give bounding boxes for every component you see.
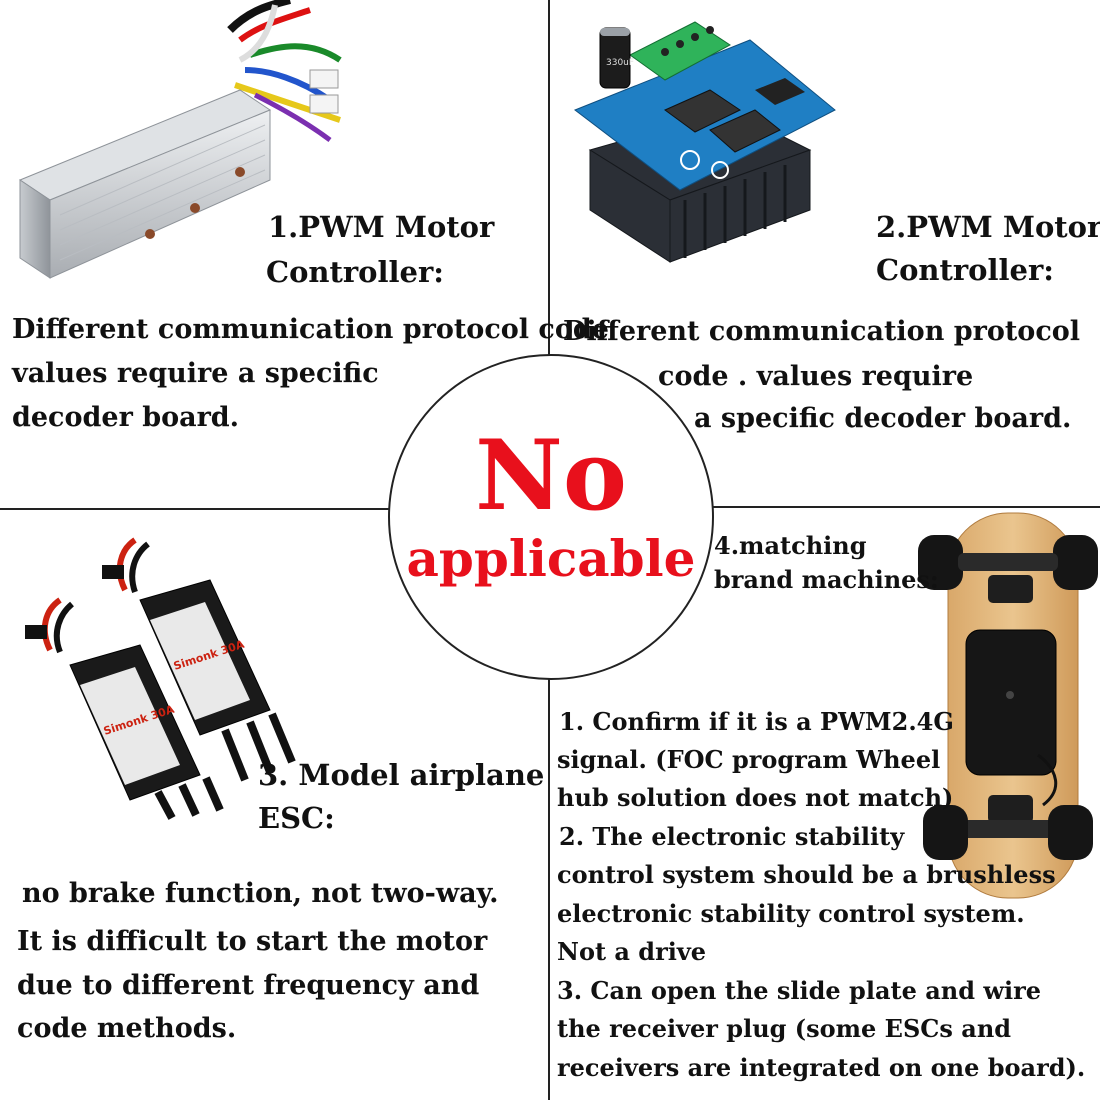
q2-title-line-1: 2.PWM Motor <box>876 210 1100 244</box>
q1-desc-line-2: values require a specific <box>12 358 379 389</box>
q4-desc-line-5: control system should be a brushless <box>557 860 1056 889</box>
q3-desc-line-4: code methods. <box>17 1013 237 1044</box>
no-text: No <box>475 419 627 532</box>
divider-left-horizontal <box>0 508 392 510</box>
q2-desc-line-3: a specific decoder board. <box>694 403 1072 434</box>
q2-desc-line-1: Different communication protocol <box>563 316 1081 347</box>
applicable-text: applicable <box>406 529 696 588</box>
divider-bottom-vertical <box>548 676 550 1100</box>
q4-desc-line-4: 2. The electronic stability <box>559 822 905 851</box>
q1-desc-line-3: decoder board. <box>12 402 240 433</box>
q1-desc-line-1: Different communication protocol code <box>12 314 609 345</box>
airplane-esc-image: Simonk 30A Simonk 30A <box>25 537 296 820</box>
divider-top-vertical <box>548 0 550 360</box>
not-applicable-circle: No applicable <box>388 354 714 680</box>
q1-title-line-1: 1.PWM Motor <box>268 210 495 244</box>
q4-desc-line-3: hub solution does not match) <box>557 783 954 812</box>
q1-title-line-2: Controller: <box>266 255 444 289</box>
q2-desc-line-2: code . values require <box>658 361 974 392</box>
q4-desc-line-7: Not a drive <box>557 937 707 966</box>
q3-desc-line-2: It is difficult to start the motor <box>17 926 488 957</box>
q4-desc-line-6: electronic stability control system. <box>557 899 1025 928</box>
q4-desc-line-8: 3. Can open the slide plate and wire <box>557 976 1042 1005</box>
motor-controller-image <box>18 0 342 279</box>
q4-desc-line-1: 1. Confirm if it is a PWM2.4G <box>559 707 954 736</box>
skateboard-image <box>918 512 1098 899</box>
q4-desc-line-9: the receiver plug (some ESCs and <box>557 1014 1012 1043</box>
q4-title-line-1: 4.matching <box>714 531 867 560</box>
divider-right-horizontal <box>710 506 1100 508</box>
driver-board-image: 330uF <box>573 21 836 263</box>
q3-title-line-1: 3. Model airplane <box>258 758 545 792</box>
q4-desc-line-2: signal. (FOC program Wheel <box>557 745 941 774</box>
q3-title-line-2: ESC: <box>258 801 335 835</box>
q3-desc-line-1: no brake function, not two-way. <box>22 878 499 909</box>
q2-title-line-2: Controller: <box>876 253 1054 287</box>
q4-desc-line-10: receivers are integrated on one board). <box>557 1053 1086 1082</box>
q3-desc-line-3: due to different frequency and <box>17 970 480 1001</box>
q4-title-line-2: brand machines: <box>714 565 939 594</box>
capacitor-label: 330uF <box>606 58 634 68</box>
